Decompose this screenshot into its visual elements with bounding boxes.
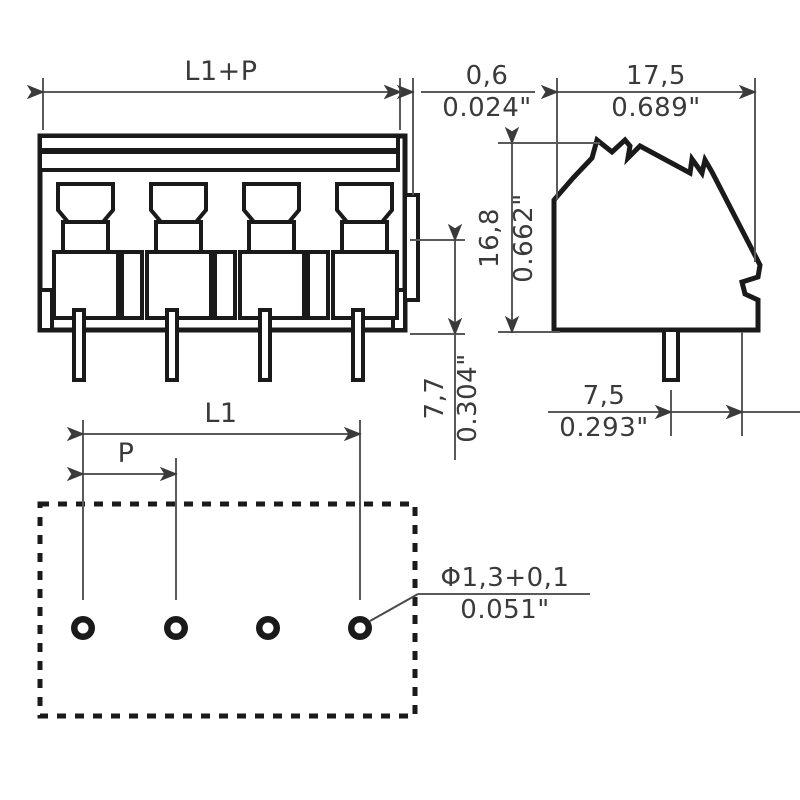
side-solder-pin: [662, 328, 680, 382]
clamp-head-2: [149, 182, 208, 224]
front-pole-2: [145, 182, 213, 382]
pcb-hole-1: [71, 616, 95, 640]
front-separator-2: [213, 250, 237, 320]
front-left-foot: [38, 288, 54, 332]
pcb-hole-3: [256, 616, 280, 640]
front-top-rib-2: [38, 150, 400, 172]
leader-hole-dia: [369, 593, 419, 622]
front-pole-4: [331, 182, 399, 382]
dim-label-hole-dia-mm: Φ1,3+0,1: [441, 563, 570, 593]
solder-pin-1: [72, 308, 86, 382]
front-pole-3: [238, 182, 306, 382]
front-right-tab: [403, 193, 420, 302]
dim-label-p: P: [118, 438, 135, 469]
front-top-rib-1: [38, 134, 400, 152]
front-view-group: [37, 133, 420, 382]
side-view-group: [551, 135, 763, 382]
side-profile-outline: [551, 135, 763, 333]
front-pole-1: [52, 182, 120, 382]
dim-label-l1-plus-p: L1+P: [184, 56, 257, 87]
pcb-hole-4: [348, 616, 372, 640]
dim-label-tab-mm: 0,6: [466, 61, 509, 91]
side-view-dimensions: 17,5 0.689" 16,8 0.662" 7,5 0.293": [475, 61, 800, 443]
clamp-head-3: [242, 182, 301, 224]
wire-entry-1: [52, 250, 120, 320]
dim-label-offset-mm: 7,5: [583, 381, 626, 411]
clamp-head-4: [335, 182, 394, 224]
dim-label-height-in: 0.662": [509, 193, 539, 282]
clamp-head-1: [56, 182, 115, 224]
dim-label-height-mm: 16,8: [475, 208, 505, 268]
solder-pin-4: [351, 308, 365, 382]
pcb-layout-group: [37, 501, 418, 719]
wire-entry-4: [331, 250, 399, 320]
wire-entry-2: [145, 250, 213, 320]
solder-pin-2: [165, 308, 179, 382]
front-separator-1: [120, 250, 144, 320]
dim-label-pin-in: 0.304": [453, 353, 483, 442]
dim-label-depth-mm: 17,5: [626, 61, 686, 91]
pcb-footprint-outline: [37, 501, 418, 719]
wire-entry-3: [238, 250, 306, 320]
dim-label-l1: L1: [204, 398, 237, 429]
dim-label-offset-in: 0.293": [559, 413, 648, 443]
dim-label-pin-mm: 7,7: [420, 377, 450, 420]
front-view-dimensions: L1+P 0,6 0.024" 7,7 0.304": [26, 56, 535, 460]
dim-label-tab-in: 0.024": [442, 93, 531, 123]
front-separator-3: [306, 250, 330, 320]
pcb-layout-dimensions: L1 P Φ1,3+0,1 0.051": [66, 398, 590, 625]
solder-pin-3: [258, 308, 272, 382]
dim-label-depth-in: 0.689": [611, 93, 700, 123]
pcb-hole-2: [164, 616, 188, 640]
dim-label-hole-dia-in: 0.051": [460, 595, 549, 625]
